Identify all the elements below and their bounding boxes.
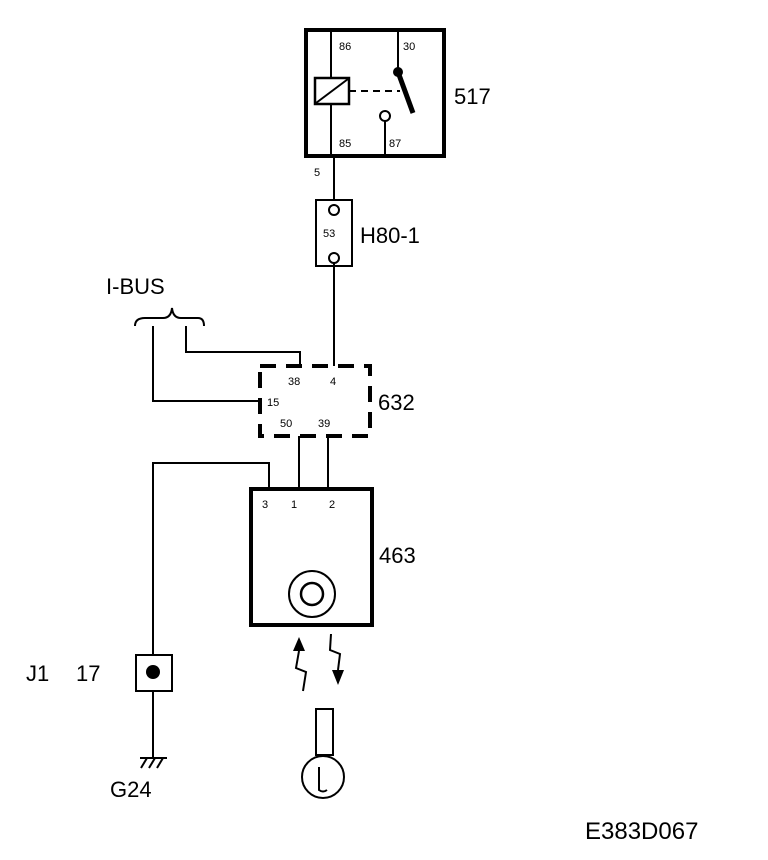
fuse-terminal-top <box>328 204 340 216</box>
relay-517: 86 30 85 87 517 <box>304 28 491 158</box>
ground-hatch-1 <box>140 757 148 769</box>
signal-arrow-up-shaft <box>294 650 308 692</box>
key-head <box>301 755 345 799</box>
module-pin-50-label: 50 <box>280 418 292 430</box>
ground-hatch-3 <box>156 757 164 769</box>
signal-arrow-down-head <box>332 670 344 685</box>
connector-pin-label: 17 <box>76 661 100 686</box>
relay-coil-diagonal <box>315 78 349 104</box>
module-632: 38 4 15 50 39 632 <box>258 364 415 438</box>
module-id-label: 632 <box>378 390 415 415</box>
fuse-id-label: H80-1 <box>360 223 420 248</box>
unit-lock-inner-ring <box>299 581 325 607</box>
signal-arrow-up-head <box>293 637 305 651</box>
unit-pin-2-label: 2 <box>329 499 335 511</box>
connector-box <box>135 654 173 692</box>
signal-arrows <box>293 633 344 692</box>
ground-id-label: G24 <box>110 777 152 802</box>
wire-pin3-to-ground <box>152 462 270 758</box>
wire-ibus-to-pin15 <box>152 326 260 402</box>
wire-relay-to-fuse-label: 5 <box>314 167 320 179</box>
relay-id-label: 517 <box>454 84 491 109</box>
fuse-number-label: 53 <box>323 228 335 240</box>
fuse-h80-1: 53 H80-1 <box>315 199 420 267</box>
relay-switch-arm <box>395 71 416 114</box>
module-pin-4-label: 4 <box>330 376 336 388</box>
drawing-code: E383D067 <box>585 818 698 845</box>
module-box <box>258 364 372 438</box>
relay-pin-87-label: 87 <box>389 138 401 150</box>
relay-box <box>304 28 446 158</box>
module-pin-39-label: 39 <box>318 418 330 430</box>
ibus-label: I-BUS <box>106 274 165 299</box>
key-blade <box>315 708 334 756</box>
unit-lock-outer-ring <box>288 570 336 618</box>
ground-g24: G24 <box>110 757 167 802</box>
unit-pin-1-label: 1 <box>291 499 297 511</box>
wire-ibus-to-pin38 <box>185 326 301 366</box>
key-icon <box>301 708 345 799</box>
connector-dot <box>146 665 160 679</box>
module-pin-15-label: 15 <box>267 397 279 409</box>
ground-hatch-2 <box>148 757 156 769</box>
unit-box <box>249 487 374 627</box>
fuse-terminal-bottom <box>328 252 340 264</box>
key-slot <box>318 767 328 793</box>
relay-pin-30-label: 30 <box>403 41 415 53</box>
module-pin-38-label: 38 <box>288 376 300 388</box>
relay-contact-87 <box>379 110 391 122</box>
ibus-bracket <box>134 307 205 327</box>
signal-arrow-down-shaft <box>328 633 342 671</box>
unit-463: 3 1 2 463 <box>249 487 416 627</box>
i-bus: I-BUS <box>106 274 301 402</box>
connector-id-label: J1 <box>26 661 49 686</box>
unit-id-label: 463 <box>379 543 416 568</box>
connector-j1: J1 17 <box>26 654 173 692</box>
relay-pin-85-label: 85 <box>339 138 351 150</box>
unit-pin-3-label: 3 <box>262 499 268 511</box>
relay-pin-86-label: 86 <box>339 41 351 53</box>
